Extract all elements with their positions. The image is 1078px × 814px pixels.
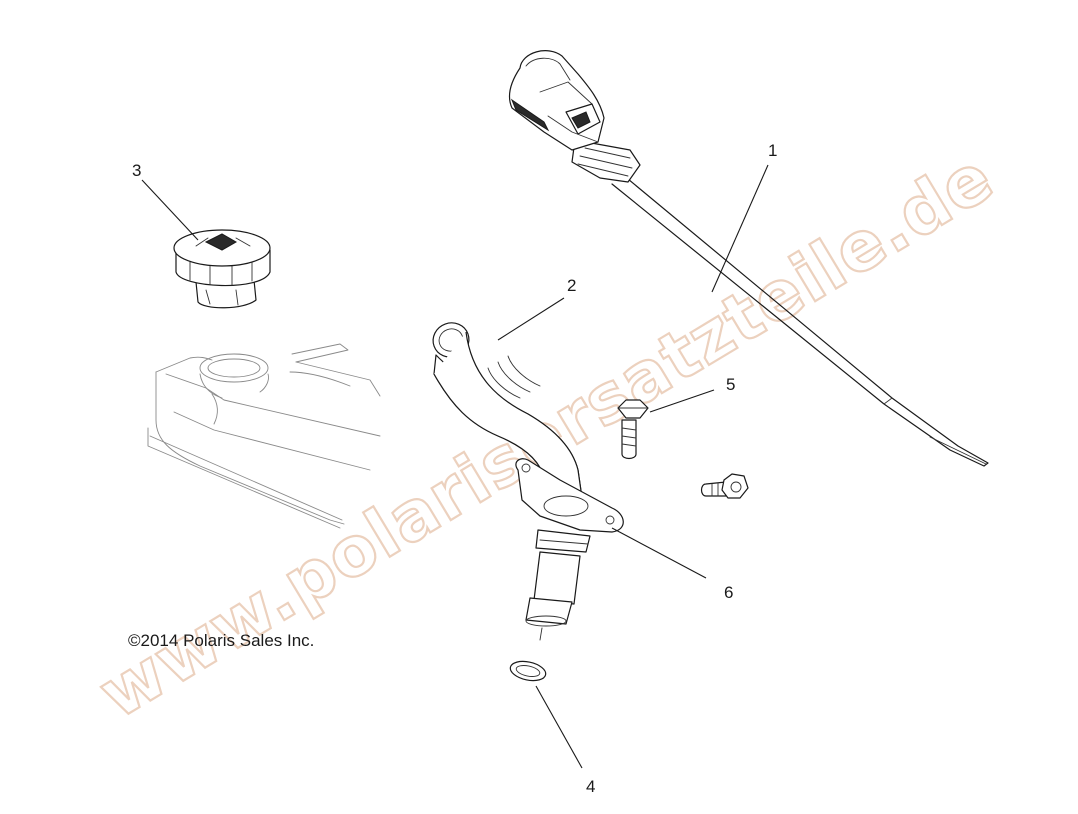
oil-cap-part [173, 229, 271, 309]
callout-4: 4 [586, 777, 595, 796]
leader-line-6 [611, 527, 707, 579]
dipstick-part [508, 50, 989, 467]
leader-line-1 [711, 164, 769, 293]
leader-line-4 [535, 685, 583, 769]
leader-line-5 [649, 389, 715, 413]
valve-cover-context [147, 343, 381, 529]
callout-3: 3 [132, 161, 141, 180]
bolt-part-lower [700, 473, 749, 499]
o-ring-part [509, 660, 547, 682]
callout-2: 2 [567, 276, 576, 295]
dipstick-tube-part [432, 322, 624, 641]
leader-lines [141, 164, 769, 769]
callout-6: 6 [724, 583, 733, 602]
bolt-part-upper [617, 399, 649, 460]
leader-line-2 [497, 297, 565, 341]
callout-1: 1 [768, 141, 777, 160]
leader-line-3 [141, 179, 199, 241]
callout-5: 5 [726, 375, 735, 394]
copyright-notice: ©2014 Polaris Sales Inc. [128, 631, 314, 650]
